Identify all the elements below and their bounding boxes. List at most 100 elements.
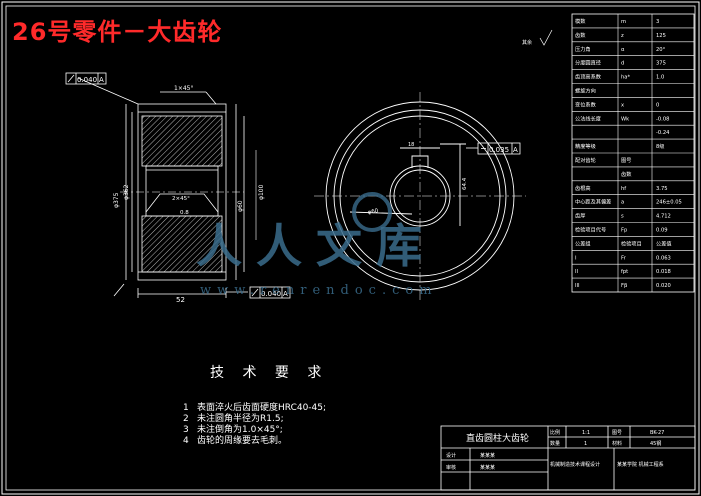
fcf-keyway <box>466 142 521 155</box>
param-cell-label: 中心距及其偏差 <box>575 198 611 206</box>
key-width-dim: 18 <box>408 142 414 148</box>
qty-label: 数量 <box>550 440 560 447</box>
fcf-top-value: 0.040 <box>77 76 97 84</box>
bore-dia-dim: φ60 <box>237 200 244 212</box>
param-cell-val: 0.09 <box>656 228 668 234</box>
param-row: 分度圆直径 d 375 <box>575 59 666 67</box>
chamfer-inner-dim: 2×45° <box>172 196 190 202</box>
drawno-label: 图号 <box>612 430 622 436</box>
param-row: 公差组检验项目公差值 <box>575 239 672 247</box>
param-cell-val: 8级 <box>656 142 665 150</box>
param-cell-sym: Fp <box>621 228 628 234</box>
param-cell-label: 精度等级 <box>575 142 596 150</box>
param-cell-label: 齿顶高系数 <box>575 73 602 81</box>
root-dia-dim: φ362 <box>123 184 130 200</box>
param-cell-label: III <box>575 283 580 289</box>
param-cell-label: 齿厚 <box>575 213 585 220</box>
param-cell-val: 0 <box>656 102 659 108</box>
drawno-value: BK-27 <box>650 430 664 436</box>
watermark: 人人文库 www.renrendoc.com <box>196 192 438 298</box>
param-cell-sym: d <box>621 61 624 67</box>
param-row: 齿顶高系数 ha* 1.0 <box>575 73 664 81</box>
param-cell-val: 125 <box>656 33 666 39</box>
param-cell-val: -0.24 <box>656 130 670 136</box>
bore-region <box>145 165 219 217</box>
param-row: 中心距及其偏差 a 246±0.05 <box>575 198 682 206</box>
param-row: 螺旋方向 <box>575 87 596 95</box>
param-cell-sym: a <box>621 200 624 206</box>
param-cell-label: 变位系数 <box>575 100 597 108</box>
param-cell-val: 0.063 <box>656 255 671 261</box>
param-cell-label: I <box>575 255 577 261</box>
fcf-bottom-datum: A <box>283 290 288 298</box>
chamfer-dim: 1×45° <box>174 85 193 92</box>
check-label: 审核 <box>446 464 456 471</box>
width-dim: 52 <box>176 296 185 304</box>
param-cell-label: 螺旋方向 <box>575 87 596 95</box>
fcf-top-datum: A <box>99 76 104 84</box>
keyway-sym-value: 0.035 <box>489 146 509 154</box>
param-cell-label: 齿数 <box>575 31 586 39</box>
design-label: 设计 <box>446 452 456 459</box>
param-cell-label: 检验项目代号 <box>575 226 606 234</box>
param-cell-val: 3 <box>656 19 659 25</box>
param-cell-label: 公法线长度 <box>575 114 601 122</box>
param-cell-val: 公差值 <box>656 239 672 247</box>
param-cell-sym: Wk <box>621 116 629 122</box>
fcf-bottom-value: 0.040 <box>261 290 281 298</box>
ratio-value: 1:1 <box>582 430 590 436</box>
param-row: 检验项目代号 Fp 0.09 <box>575 226 668 234</box>
param-cell-val: 246±0.05 <box>656 200 682 206</box>
title-block <box>440 425 696 491</box>
check-value: 某某某 <box>480 465 495 471</box>
param-cell-label: 模数 <box>575 17 586 25</box>
material-value: 45钢 <box>650 440 661 447</box>
param-cell-sym: α <box>621 47 625 53</box>
design-value: 某某某 <box>480 453 495 459</box>
param-row: 齿数 <box>621 170 632 178</box>
param-cell-val: 375 <box>656 61 666 67</box>
inner-border <box>5 5 696 491</box>
param-row: -0.24 <box>656 130 670 136</box>
param-cell-sym: 检验项目 <box>621 239 642 247</box>
param-row: 变位系数 x 0 <box>575 100 659 108</box>
front-view <box>314 92 526 300</box>
param-cell-val: 3.75 <box>656 186 668 192</box>
material-label: 材料 <box>612 440 622 447</box>
fcf-bottom <box>249 286 291 299</box>
lower-hatched-section <box>141 215 223 273</box>
param-cell-sym: 图号 <box>621 157 631 164</box>
param-cell-sym: 齿数 <box>621 170 632 178</box>
param-cell-label: 分度圆直径 <box>575 59 601 67</box>
org-text: 某某学院 机械工程系 <box>617 461 664 468</box>
param-cell-sym: ha* <box>621 75 630 81</box>
watermark-url: www.renrendoc.com <box>200 283 438 298</box>
tech-req-title: 技 术 要 求 <box>210 365 329 381</box>
roughness-symbol <box>539 29 553 46</box>
upper-hatched-section <box>141 115 223 167</box>
param-cell-label: 压力角 <box>575 45 591 53</box>
roughness-label: 其余 <box>522 39 532 46</box>
keyway-sym-datum: A <box>513 146 518 154</box>
param-cell-val: 4.712 <box>656 214 671 220</box>
hub-dia-dim: φ100 <box>258 184 265 200</box>
school-text: 机械制造技术课程设计 <box>550 461 600 468</box>
fcf-top <box>65 72 107 85</box>
param-cell-val: 1.0 <box>656 75 664 81</box>
param-cell-sym: x <box>621 102 624 108</box>
front-bore-dim: φ60 <box>367 208 379 216</box>
